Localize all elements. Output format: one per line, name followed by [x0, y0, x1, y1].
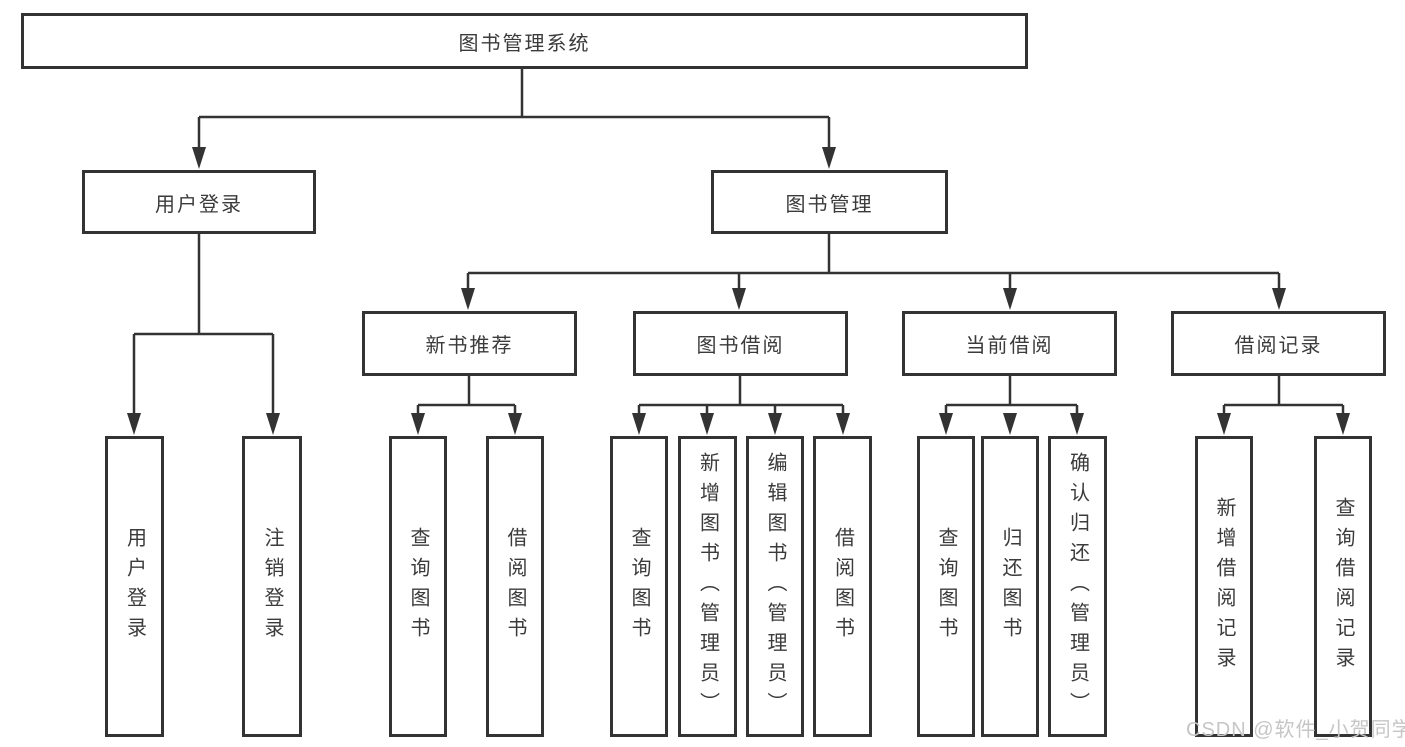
node-leaf-records-query-record-label: 查询借阅记录	[1332, 496, 1354, 677]
node-root: 图书管理系统	[21, 13, 1028, 69]
arrowheads	[127, 147, 1350, 435]
node-user-login: 用户登录	[82, 170, 316, 234]
node-leaf-logout: 注销登录	[242, 436, 302, 737]
node-leaf-recommend-query-books-label: 查询图书	[407, 526, 429, 647]
node-leaf-borrow-add-books-label: 新增图书（管理员）	[696, 451, 719, 722]
node-leaf-borrow-borrow-books-label: 借阅图书	[831, 526, 854, 647]
node-current-borrowing: 当前借阅	[902, 311, 1117, 376]
node-leaf-logout-label: 注销登录	[261, 526, 283, 647]
node-leaf-recommend-query-books: 查询图书	[389, 436, 447, 737]
node-leaf-borrow-borrow-books: 借阅图书	[813, 436, 872, 737]
node-new-book-recommendation: 新书推荐	[362, 311, 577, 376]
watermark: CSDN @软件_小贺同学	[1186, 719, 1405, 741]
node-leaf-user-login-label: 用户登录	[123, 526, 146, 647]
node-leaf-records-query-record: 查询借阅记录	[1314, 436, 1372, 737]
node-leaf-borrow-edit-books: 编辑图书（管理员）	[746, 436, 804, 737]
node-leaf-current-return-books-label: 归还图书	[999, 526, 1021, 647]
node-leaf-current-query-books-label: 查询图书	[935, 526, 957, 647]
node-leaf-records-add-record: 新增借阅记录	[1195, 436, 1253, 737]
node-leaf-user-login: 用户登录	[105, 436, 164, 737]
node-leaf-recommend-borrow-books-label: 借阅图书	[504, 526, 526, 647]
node-leaf-recommend-borrow-books: 借阅图书	[486, 436, 544, 737]
node-leaf-current-confirm-return: 确认归还（管理员）	[1048, 436, 1107, 737]
node-leaf-borrow-add-books: 新增图书（管理员）	[678, 436, 737, 737]
node-leaf-borrow-edit-books-label: 编辑图书（管理员）	[764, 451, 786, 722]
node-leaf-current-return-books: 归还图书	[981, 436, 1039, 737]
node-book-management: 图书管理	[711, 170, 948, 234]
node-borrowing-records: 借阅记录	[1171, 311, 1386, 376]
node-leaf-borrow-query-books: 查询图书	[610, 436, 668, 737]
node-leaf-borrow-query-books-label: 查询图书	[628, 526, 650, 647]
node-book-borrowing: 图书借阅	[633, 311, 848, 376]
node-leaf-records-add-record-label: 新增借阅记录	[1213, 496, 1235, 677]
node-leaf-current-confirm-return-label: 确认归还（管理员）	[1066, 451, 1089, 722]
node-leaf-current-query-books: 查询图书	[917, 436, 975, 737]
